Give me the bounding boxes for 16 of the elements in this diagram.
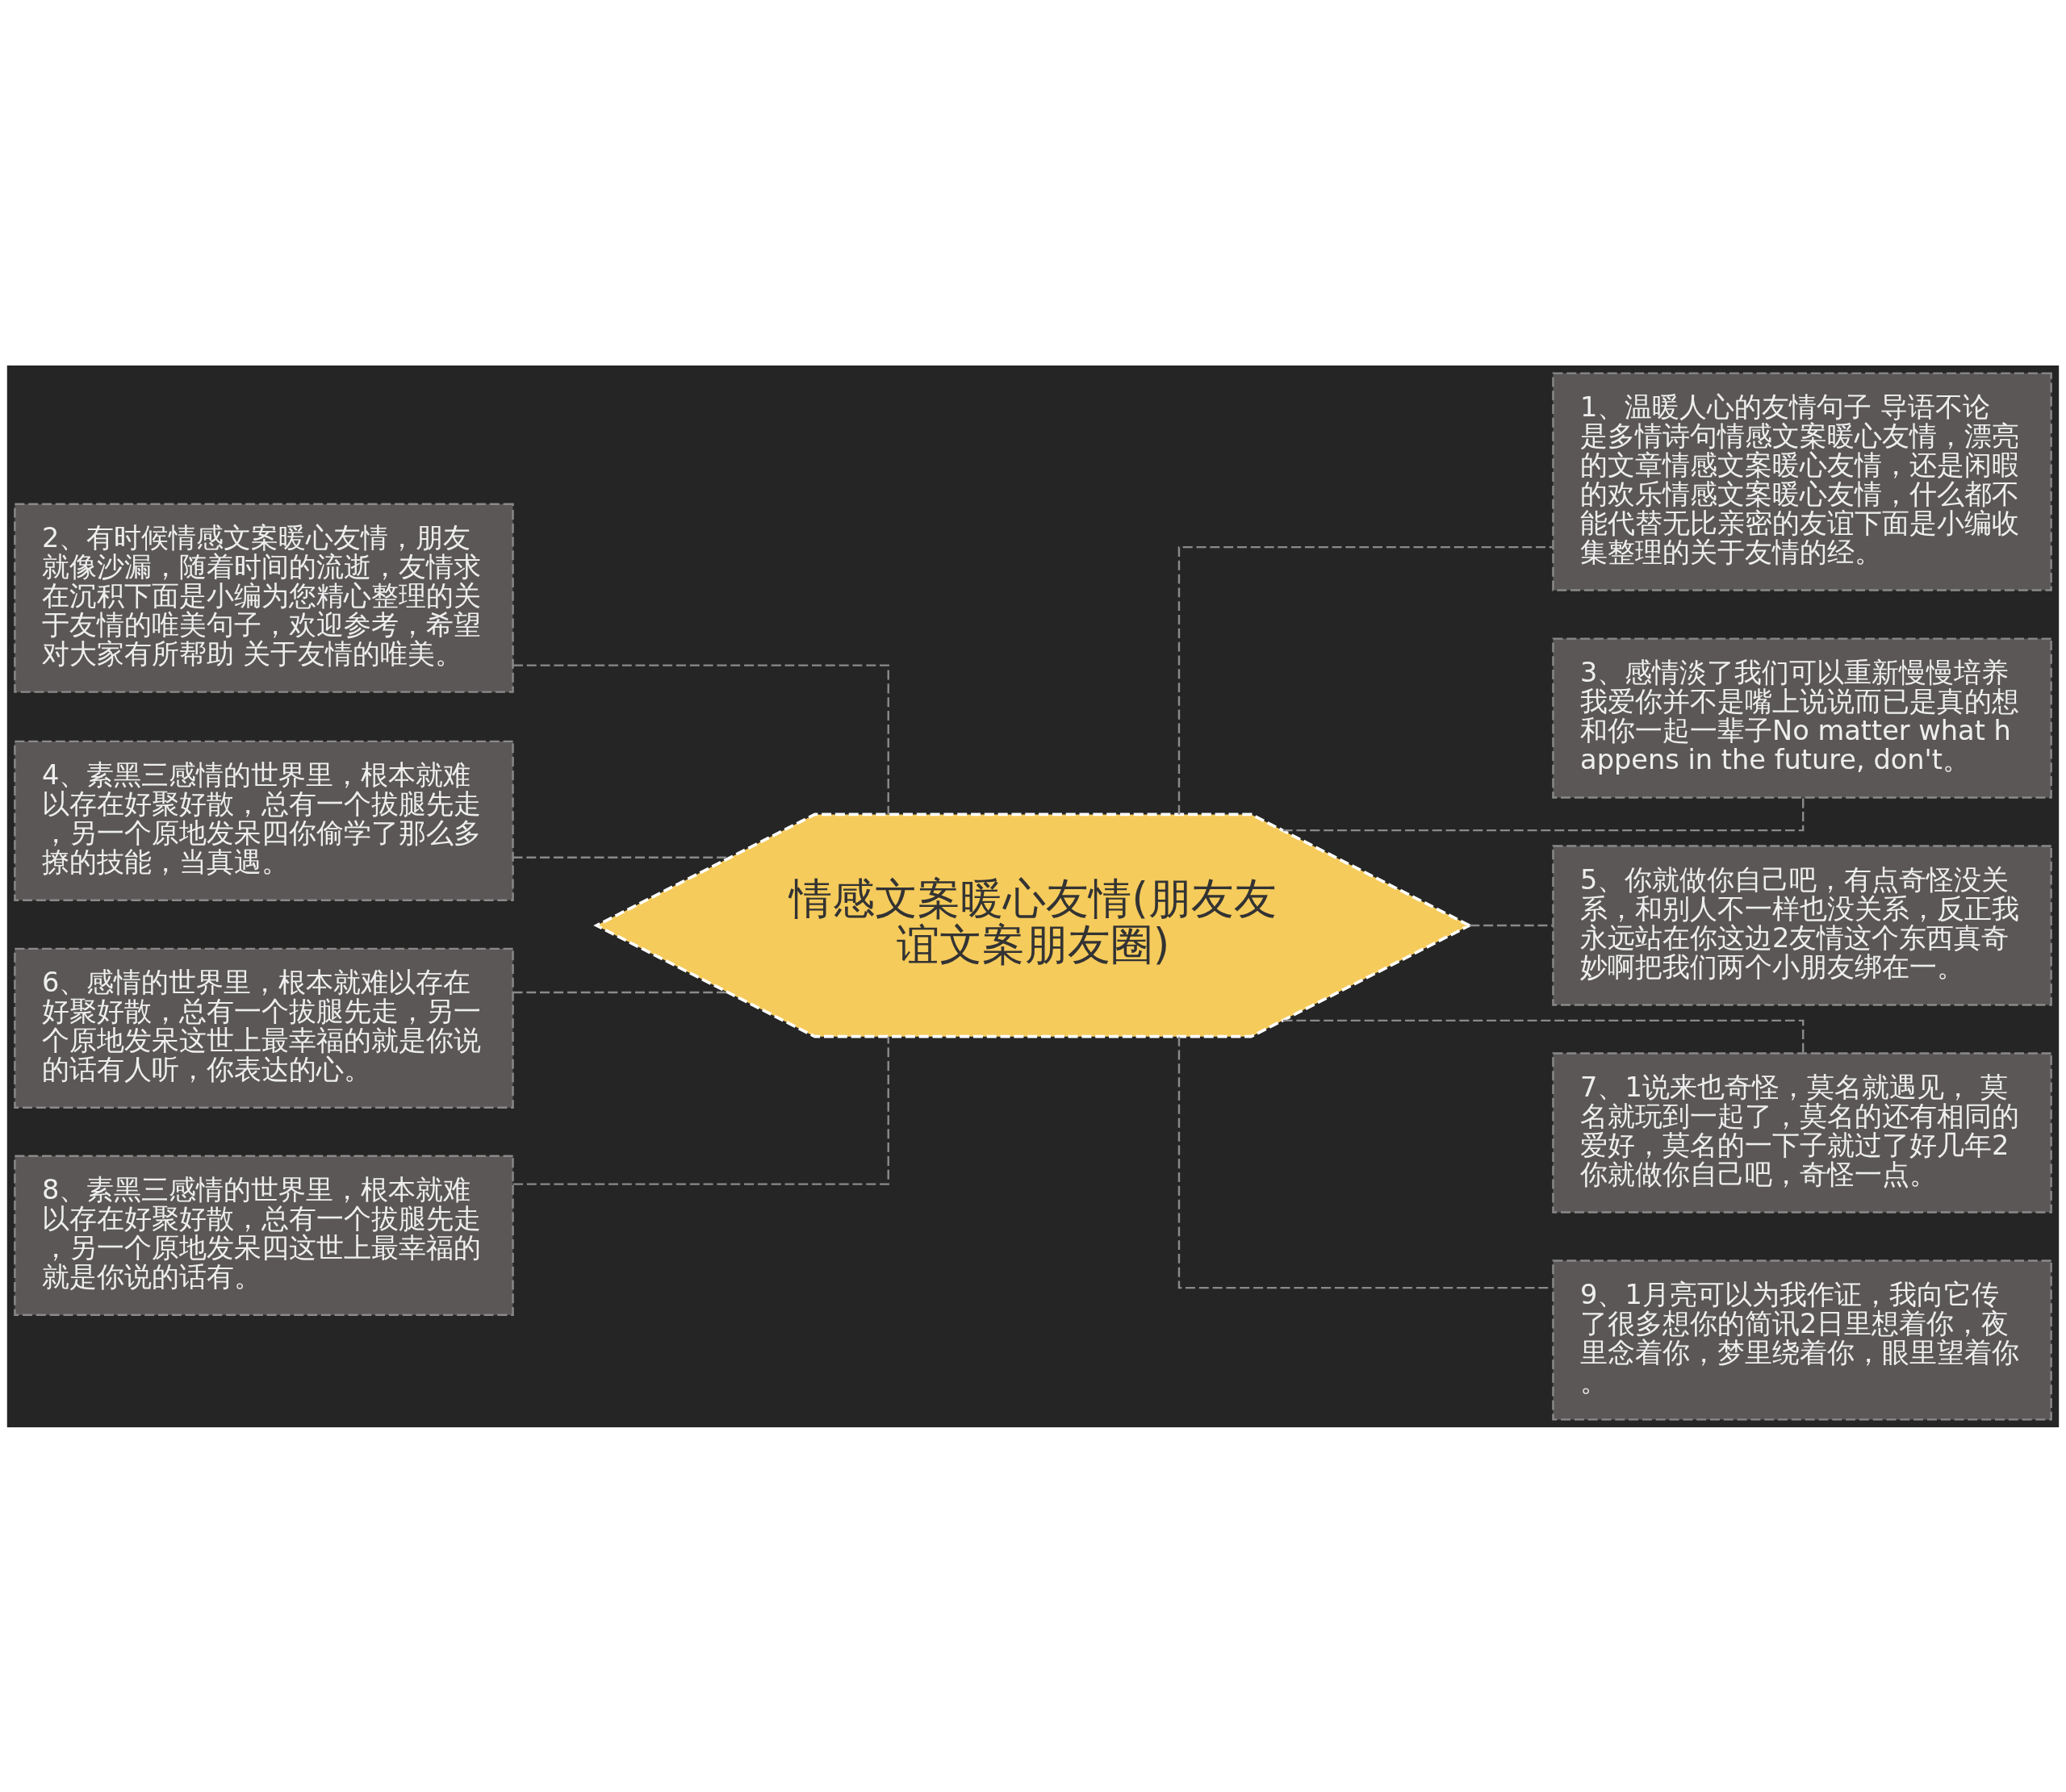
- node-box: 4、素黑三感情的世界里，根本就难以存在好聚好散，总有一个拔腿先走，另一个原地发呆四你偷学了那么多撩的技能，当真遇。: [14, 740, 514, 901]
- connector: [1282, 1019, 1805, 1053]
- connector: [512, 991, 728, 993]
- node-box: 3、感情淡了我们可以重新慢慢培养我爱你并不是嘴上说说而已是真的想和你一起一辈子No matter what happens in the future, don't。: [1552, 637, 2052, 799]
- node-box: 7、1说来也奇怪，莫名就遇见， 莫名就玩到一起了，莫名的还有相同的爱好，莫名的一下子就过了好几年2你就做你自己吧，奇怪一点。: [1552, 1051, 2052, 1213]
- connector: [1177, 545, 1553, 814]
- connector: [1470, 924, 1553, 926]
- connector: [513, 663, 889, 814]
- node-box: 2、有时候情感文案暖心友情，朋友就像沙漏，随着时间的流逝，友情求在沉积下面是小编为您精心整理的关于友情的唯美句子，欢迎参考，希望对大家有所帮助 关于友情的唯美。: [14, 503, 514, 693]
- connector: [1282, 797, 1805, 831]
- node-box: 9、1月亮可以为我作证，我向它传了很多想你的简讯2日里想着你，夜里念着你，梦里绕着你，眼里望着你。: [1552, 1259, 2052, 1421]
- connector: [513, 1036, 889, 1185]
- node-box: 8、素黑三感情的世界里，根本就难以存在好聚好散，总有一个拔腿先走，另一个原地发呆四这世上最幸福的就是你说的话有。: [14, 1155, 514, 1316]
- node-box: 5、你就做你自己吧，有点奇怪没关系，和别人不一样也没关系，反正我永远站在你这边2友情这个东西真奇妙啊把我们两个小朋友绑在一。: [1552, 844, 2052, 1006]
- node-box: 1、温暖人心的友情句子 导语不论是多情诗句情感文案暖心友情，漂亮的文章情感文案暖心友情，还是闲暇的欢乐情感文案暖心友情，什么都不能代替无比亲密的友谊下面是小编收集整理的关于友情的经。: [1552, 371, 2052, 591]
- node-box: 6、感情的世界里，根本就难以存在好聚好散，总有一个拔腿先走，另一个原地发呆这世上最幸福的就是你说的话有人听，你表达的心。: [14, 947, 514, 1109]
